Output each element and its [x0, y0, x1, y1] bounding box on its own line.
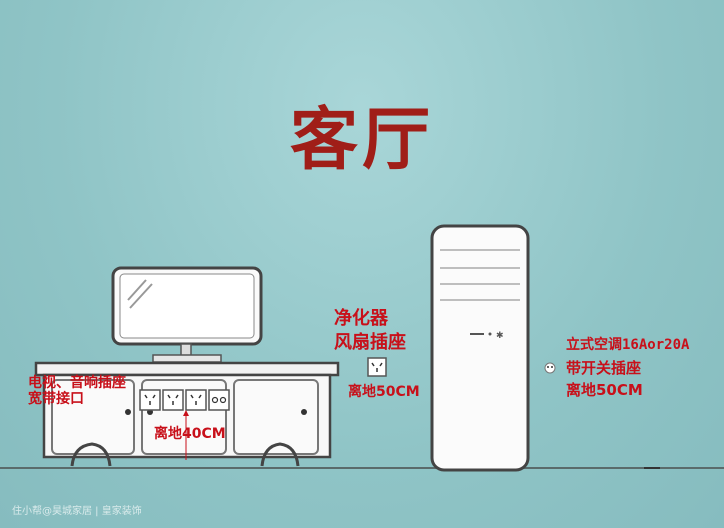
ac-outlet — [544, 362, 556, 374]
purifier-label-line2: 风扇插座 — [334, 332, 406, 353]
tv-outlet-group — [139, 389, 230, 460]
purifier-outlet — [367, 357, 387, 377]
purifier-label-line1: 净化器 — [334, 308, 388, 329]
tv-monitor — [111, 266, 263, 363]
broadband-port — [208, 389, 230, 411]
svg-text:✱: ✱ — [496, 331, 504, 341]
watermark: 住小帮@昊城家居 | 皇家装饰 — [12, 506, 142, 517]
ac-label-line2: 带开关插座 — [566, 359, 642, 377]
ac-height-label: 离地50CM — [566, 381, 643, 399]
broadband-label: 宽带接口 — [28, 391, 84, 407]
tv-outlet-3 — [185, 389, 207, 411]
page-title: 客厅 — [289, 101, 434, 180]
tv-outlet-2 — [162, 389, 184, 411]
tv-height-label: 离地40CM — [154, 426, 226, 442]
purifier-height-label: 离地50CM — [348, 384, 420, 400]
floor-ac-unit: ✱ — [430, 224, 530, 472]
tv-outlet-1 — [139, 389, 161, 411]
tv-audio-label: 电视、音响插座 — [28, 375, 126, 391]
ac-label-line1: 立式空调16Aor20A — [566, 337, 690, 353]
